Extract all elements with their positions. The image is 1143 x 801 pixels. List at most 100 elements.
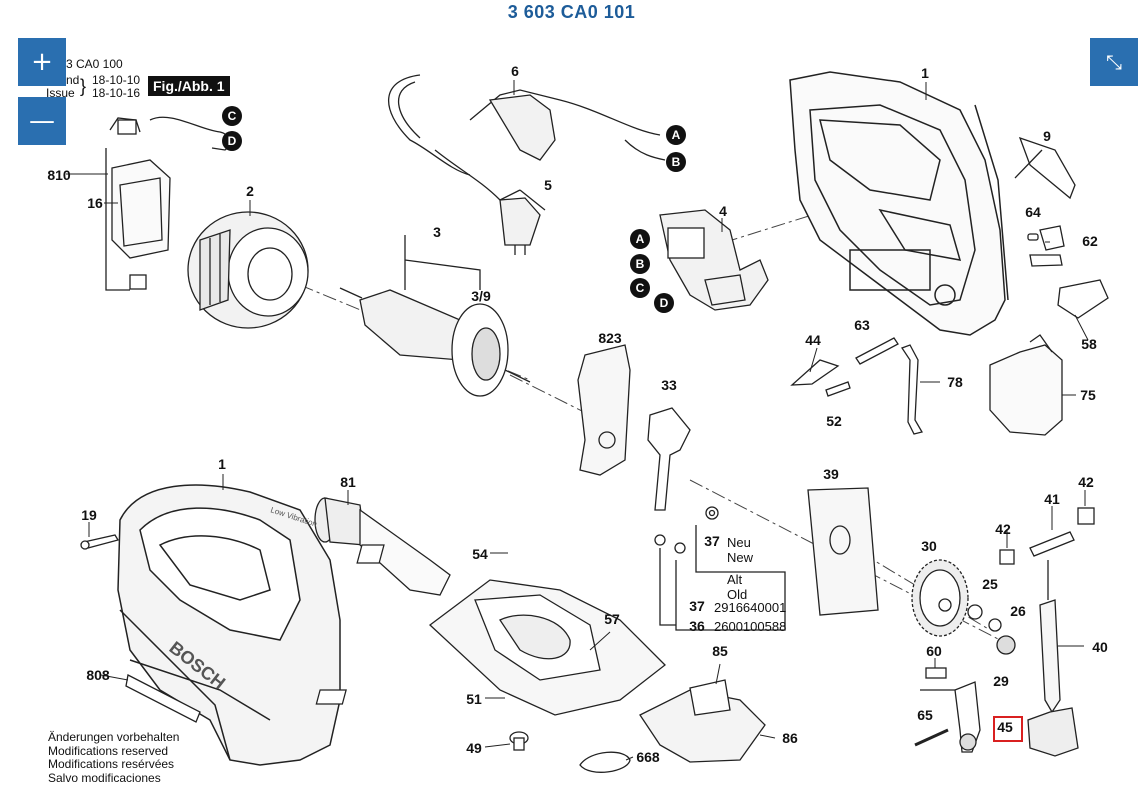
issue-date: 18-10-16 [92, 86, 141, 100]
part-label: 33 [661, 377, 677, 393]
part-65-pin [914, 728, 949, 747]
part-label: 58 [1081, 336, 1097, 352]
part-40-plunger [1039, 599, 1061, 714]
part-label: 49 [466, 740, 482, 756]
part-44 [790, 359, 840, 386]
part-62-64 [1027, 225, 1065, 267]
part-81 [314, 497, 451, 596]
collapse-button[interactable]: ⤡ [1090, 38, 1138, 86]
part-45-roller [954, 681, 981, 753]
page-title: 3 603 CA0 101 [507, 2, 636, 22]
housing-half-top [789, 71, 1009, 336]
part-36-washer [654, 534, 666, 546]
part-37-washer-old [674, 542, 686, 554]
part-86-shoe [639, 679, 766, 763]
part-label: 37 [689, 598, 705, 614]
part-label: 75 [1080, 387, 1096, 403]
figure-label: Fig./Abb. 1 [148, 76, 230, 96]
part-label: 64 [1025, 204, 1041, 220]
part-label: 52 [826, 413, 842, 429]
stand-date: 18-10-10 [92, 73, 141, 87]
connector-badge: C [630, 278, 650, 298]
part-label: 65 [917, 707, 933, 723]
part-33-lever [647, 407, 691, 511]
part-label: 54 [472, 546, 488, 562]
part-label: 29 [993, 673, 1009, 689]
connector-badge: B [666, 152, 686, 172]
part-75-cover [989, 344, 1063, 436]
part-label: 16 [87, 195, 103, 211]
part-label: 19 [81, 507, 97, 523]
part-label: 668 [636, 749, 660, 765]
part-label: 62 [1082, 233, 1098, 249]
issue-label: Issue [46, 86, 75, 100]
part-45-highlight[interactable] [993, 716, 1023, 742]
part-label: 4 [719, 203, 727, 219]
zoom-in-button[interactable]: + [18, 38, 66, 86]
legend-code-36: 2600100588 [714, 619, 787, 634]
part-label: 1 [218, 456, 226, 472]
part-4-switch [659, 209, 769, 311]
legend-new: New [727, 550, 754, 565]
legend-alt: Alt [727, 572, 743, 587]
connector-badge: A [630, 229, 650, 249]
part-label: 37 [704, 533, 720, 549]
part-label: 39 [823, 466, 839, 482]
part-810-pcb [105, 116, 230, 291]
note-line: Modifications resérvées [48, 757, 175, 771]
part-49-screw [509, 731, 529, 751]
part-5-cable-plug [434, 149, 546, 255]
legend-old: Old [727, 587, 748, 602]
note-line: Änderungen vorbehalten [48, 730, 180, 744]
part-label: 51 [466, 691, 482, 707]
part-37-washer-new [705, 506, 719, 520]
part-51 [315, 689, 347, 705]
part-668 [579, 751, 631, 773]
part-39-plate [807, 487, 879, 616]
part-label: 2 [246, 183, 254, 199]
part-label: 40 [1092, 639, 1108, 655]
part-3-armature [339, 235, 531, 397]
part-label: 57 [604, 611, 620, 627]
connector-badge: D [654, 293, 674, 313]
part-label: 3 [433, 224, 441, 240]
part-78 [901, 344, 923, 435]
part-label: 9 [1043, 128, 1051, 144]
part-54 [356, 544, 385, 564]
minus-icon: — [29, 106, 55, 136]
part-label: 823 [598, 330, 622, 346]
part-52 [825, 381, 851, 397]
part-30-gear [911, 559, 969, 637]
part-57-base [428, 579, 666, 716]
legend-code-37: 2916640001 [714, 600, 787, 615]
part-label: 44 [805, 332, 821, 348]
connector-badge: C [222, 106, 242, 126]
part-label: 41 [1044, 491, 1060, 507]
part-label: 60 [926, 643, 942, 659]
connector-badge: A [666, 125, 686, 145]
part-2-field [187, 211, 309, 329]
part-58 [1057, 279, 1109, 319]
part-label: 30 [921, 538, 937, 554]
part-29-bearing [996, 635, 1016, 655]
connector-badge: B [630, 254, 650, 274]
zoom-out-button[interactable]: — [18, 97, 66, 145]
part-9-blade [1018, 136, 1076, 200]
note-line: Salvo modificaciones [48, 770, 161, 785]
part-41-pin [1029, 531, 1075, 557]
note-line: Modifications reserved [48, 743, 169, 758]
part-label: 6 [511, 63, 519, 79]
part-42-nut-b [1077, 507, 1095, 525]
part-42-nut-a [999, 549, 1015, 565]
part-823-bracket [577, 344, 631, 476]
part-label: 42 [995, 521, 1011, 537]
part-808 [125, 674, 201, 723]
part-60 [925, 667, 947, 679]
modifications-notes: Änderungen vorbehalten Modifications res… [48, 730, 180, 785]
part-label: 1 [921, 65, 929, 81]
part-label: 78 [947, 374, 963, 390]
part-label: 25 [982, 576, 998, 592]
connector-badge: D [222, 131, 242, 151]
part-6-cable [387, 74, 666, 176]
